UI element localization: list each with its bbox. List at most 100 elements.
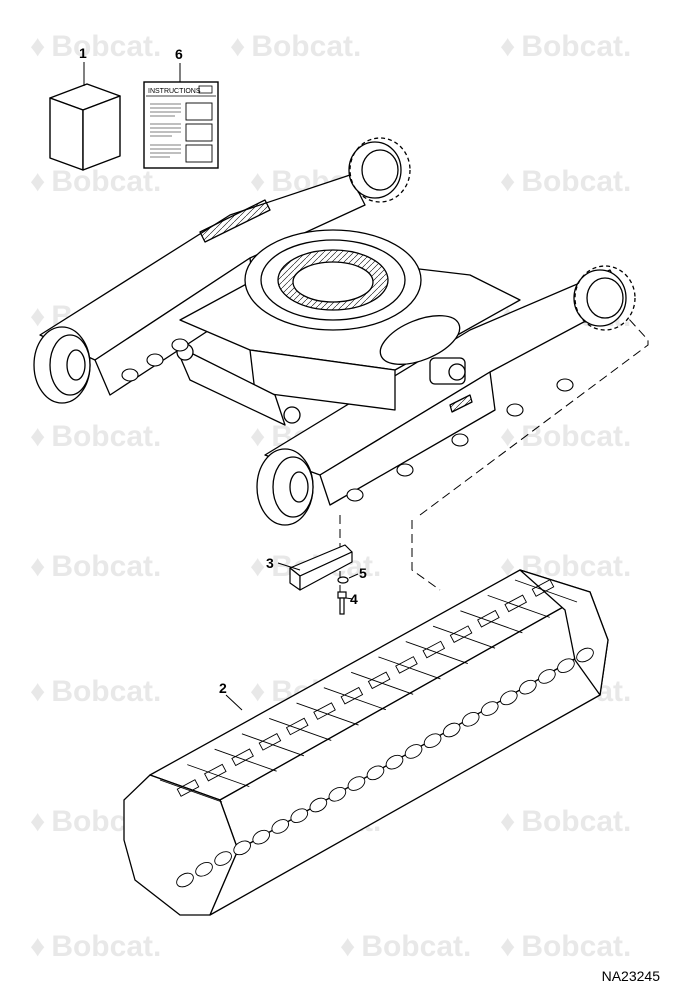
idler-wheel-right xyxy=(256,448,314,526)
callout-6: 6 xyxy=(175,46,183,62)
track-chain-link xyxy=(271,819,290,834)
track-chain-link xyxy=(480,701,499,716)
watermark: ♦Bobcat. xyxy=(500,165,631,199)
instruction-manual-part xyxy=(143,81,219,169)
track-lug-pad xyxy=(504,594,528,613)
track-lug-pad xyxy=(422,640,446,659)
track-lug-pad xyxy=(340,686,364,705)
track-chain-link xyxy=(442,722,461,738)
watermark-text: Bobcat. xyxy=(51,165,162,198)
bobcat-logo-icon: ♦ xyxy=(250,420,266,453)
watermark-text: Bobcat. xyxy=(521,930,632,963)
watermark-text: Bobcat. xyxy=(51,930,162,963)
bobcat-logo-icon: ♦ xyxy=(250,675,266,708)
bolt-part xyxy=(337,591,347,615)
rubber-track-part xyxy=(123,569,609,916)
callout-1: 1 xyxy=(79,45,87,61)
watermark: ♦Bobcat. xyxy=(30,30,161,64)
track-chain-link xyxy=(347,776,366,791)
watermark: ♦Bobcat. xyxy=(500,805,631,839)
callout-2: 2 xyxy=(219,680,227,696)
track-lug-pad xyxy=(477,609,500,628)
watermark: ♦Bobcat. xyxy=(500,550,631,584)
idler-wheel-left xyxy=(33,326,91,404)
watermark: ♦Bobcat. xyxy=(500,930,631,964)
track-lug-pad xyxy=(367,671,391,690)
bobcat-logo-icon: ♦ xyxy=(500,30,516,63)
track-chain-link xyxy=(214,851,232,866)
track-chain-link xyxy=(252,829,270,845)
bobcat-logo-icon: ♦ xyxy=(30,30,46,63)
watermark: ♦Bobcat. xyxy=(500,30,631,64)
watermark: ♦Bobcat. xyxy=(30,675,161,709)
callout-2-leader xyxy=(225,694,243,711)
track-chain-link xyxy=(195,861,213,877)
bobcat-logo-icon: ♦ xyxy=(500,165,516,198)
watermark-text: Bobcat. xyxy=(521,30,632,63)
bracket-part xyxy=(289,544,353,591)
bobcat-logo-icon: ♦ xyxy=(250,550,266,583)
bobcat-logo-icon: ♦ xyxy=(230,30,246,63)
box-part xyxy=(49,83,121,171)
bobcat-logo-icon: ♦ xyxy=(500,930,516,963)
bobcat-logo-icon: ♦ xyxy=(30,300,46,333)
track-lug-pad xyxy=(176,779,200,797)
bobcat-logo-icon: ♦ xyxy=(340,930,356,963)
track-lug-pad xyxy=(258,733,282,751)
watermark: ♦Bobcat. xyxy=(30,550,161,584)
track-lugs xyxy=(159,579,578,803)
track-chain-link xyxy=(500,690,518,706)
watermark-text: Bobcat. xyxy=(521,165,632,198)
watermark: ♦Bobcat. xyxy=(30,930,161,964)
track-chain-link xyxy=(557,658,575,674)
track-lug-pad xyxy=(531,579,555,597)
track-chain-link xyxy=(366,765,385,781)
callout-4-leader xyxy=(345,597,354,600)
watermark: ♦Bobcat. xyxy=(30,420,161,454)
track-chain-link xyxy=(461,711,480,727)
track-lug-pad xyxy=(449,625,473,643)
callout-5-leader xyxy=(348,573,359,579)
drive-sprocket-left xyxy=(348,137,411,203)
washer-part xyxy=(337,576,349,584)
track-chain-link xyxy=(576,647,594,663)
bobcat-logo-icon: ♦ xyxy=(30,930,46,963)
bobcat-logo-icon: ♦ xyxy=(30,675,46,708)
watermark: ♦Bobcat. xyxy=(30,165,161,199)
track-lug-pad xyxy=(285,717,309,736)
track-lug-pad xyxy=(313,702,336,720)
watermark-text: Bobcat. xyxy=(51,420,162,453)
swing-bearing xyxy=(244,229,422,331)
bobcat-logo-icon: ♦ xyxy=(30,550,46,583)
track-chain-link xyxy=(538,669,556,684)
callout-3-leader xyxy=(277,562,301,571)
watermark-text: Bobcat. xyxy=(51,550,162,583)
callout-3: 3 xyxy=(266,555,274,571)
watermark: ♦Bobcat. xyxy=(230,30,361,64)
track-lug-pad xyxy=(231,748,254,767)
track-chain-link xyxy=(519,679,537,695)
undercarriage-frame xyxy=(39,174,626,506)
watermark-text: Bobcat. xyxy=(251,30,362,63)
watermark-text: Bobcat. xyxy=(361,930,472,963)
track-chain-link xyxy=(404,744,423,759)
track-chain-link xyxy=(309,797,328,813)
track-chain-link xyxy=(233,840,251,856)
callout-5: 5 xyxy=(359,565,367,581)
bobcat-logo-icon: ♦ xyxy=(250,165,266,198)
bobcat-logo-icon: ♦ xyxy=(30,420,46,453)
track-chain-link xyxy=(385,754,404,770)
watermark-text: Bobcat. xyxy=(521,420,632,453)
bobcat-logo-icon: ♦ xyxy=(500,420,516,453)
track-chain-link xyxy=(176,872,194,888)
manual-header: INSTRUCTIONS xyxy=(148,88,201,95)
bobcat-logo-icon: ♦ xyxy=(30,165,46,198)
figure-number: NA23245 xyxy=(601,968,660,984)
track-chain-link xyxy=(328,786,347,802)
track-lug-pad xyxy=(395,656,418,674)
track-chain-link xyxy=(423,733,442,749)
drive-sprocket-right xyxy=(573,265,636,331)
track-chain-link xyxy=(290,808,309,824)
watermark: ♦Bobcat. xyxy=(500,420,631,454)
bobcat-logo-icon: ♦ xyxy=(30,805,46,838)
